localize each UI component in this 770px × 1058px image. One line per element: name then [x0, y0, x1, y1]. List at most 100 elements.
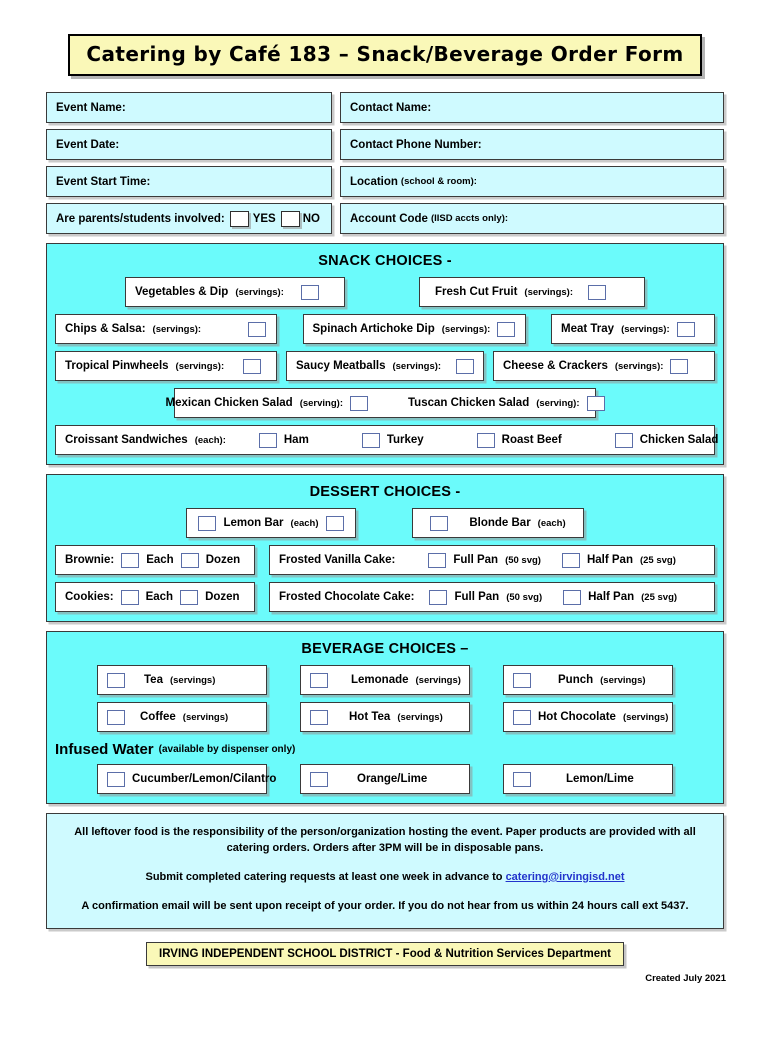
item-lemon-bar: Lemon Bar (each)	[186, 508, 356, 538]
field-label: Event Name:	[56, 101, 126, 114]
item-sub: (servings)	[397, 711, 443, 723]
item-label: Coffee	[140, 711, 176, 723]
checkbox-blonde-bar[interactable]	[430, 515, 449, 531]
checkbox-cucumber-lemon-cilantro[interactable]	[107, 771, 125, 787]
catering-email-link[interactable]: catering@irvingisd.net	[505, 870, 625, 883]
option-label-each: Each	[145, 591, 174, 603]
checkbox-orange-lime[interactable]	[310, 771, 328, 787]
dessert-row-brownie: Brownie: Each Dozen Frosted Vanilla Cake…	[55, 545, 715, 575]
item-punch: Punch (servings)	[503, 665, 673, 695]
option-sub-half-pan: (25 svg)	[639, 554, 676, 566]
item-sub-mexican: (serving):	[299, 397, 343, 409]
checkbox-parents-no[interactable]	[280, 210, 300, 227]
checkbox-brownie-dozen[interactable]	[180, 552, 199, 568]
item-label: Saucy Meatballs	[296, 360, 386, 372]
checkbox-coffee[interactable]	[107, 709, 125, 725]
field-parents-involved: Are parents/students involved: YES NO	[46, 203, 332, 234]
field-event-name[interactable]: Event Name:	[46, 92, 332, 123]
option-sub-full-pan: (50 svg)	[505, 554, 541, 566]
checkbox-vanilla-full-pan[interactable]	[428, 552, 447, 568]
item-label: Tropical Pinwheels	[65, 360, 169, 372]
field-account-code[interactable]: Account Code (IISD accts only):	[340, 203, 724, 234]
input-fresh-cut-fruit-servings[interactable]	[588, 284, 606, 300]
dessert-row-bars: Lemon Bar (each) Blonde Bar (each)	[55, 508, 715, 538]
item-cucumber-lemon-cilantro: Cucumber/Lemon/Cilantro	[97, 764, 276, 794]
option-label-dozen: Dozen	[205, 554, 241, 566]
item-sub: (servings)	[622, 711, 669, 723]
snack-row-3: Tropical Pinwheels (servings): Saucy Mea…	[55, 351, 715, 381]
option-label-each: Each	[146, 554, 174, 566]
input-saucy-meatballs-servings[interactable]	[456, 358, 475, 374]
item-chicken-salads: Mexican Chicken Salad (serving): Tuscan …	[166, 388, 605, 418]
item-sub: (servings):	[235, 286, 284, 298]
item-frosted-chocolate-cake: Frosted Chocolate Cake: Full Pan (50 svg…	[269, 582, 715, 612]
item-label: Meat Tray	[561, 323, 615, 335]
item-coffee: Coffee (servings)	[97, 702, 267, 732]
input-mexican-chicken-salad-serving[interactable]	[350, 395, 368, 411]
checkbox-lemon-lime[interactable]	[513, 771, 531, 787]
checkbox-brownie-each[interactable]	[121, 552, 140, 568]
checkbox-lemon-bar-right[interactable]	[325, 515, 344, 531]
option-label-turkey: Turkey	[386, 434, 424, 446]
input-tuscan-chicken-salad-serving[interactable]	[586, 395, 605, 411]
checkbox-chocolate-half-pan[interactable]	[563, 589, 582, 605]
item-label: Fresh Cut Fruit	[435, 286, 518, 298]
input-tropical-pinwheels-servings[interactable]	[243, 358, 262, 374]
checkbox-croissant-turkey[interactable]	[361, 432, 380, 448]
item-sub: (servings)	[600, 674, 646, 686]
item-label: Orange/Lime	[357, 773, 428, 785]
checkbox-lemonade[interactable]	[310, 672, 328, 688]
field-contact-phone[interactable]: Contact Phone Number:	[340, 129, 724, 160]
checkbox-croissant-chicken-salad[interactable]	[614, 432, 633, 448]
input-meat-tray-servings[interactable]	[676, 321, 695, 337]
item-frosted-vanilla-cake: Frosted Vanilla Cake: Full Pan (50 svg) …	[269, 545, 715, 575]
item-orange-lime: Orange/Lime	[300, 764, 470, 794]
beverage-row-1: Tea (servings) Lemonade (servings) Punch…	[55, 665, 715, 695]
checkbox-croissant-ham[interactable]	[258, 432, 277, 448]
field-label: Contact Phone Number:	[350, 138, 482, 151]
item-label: Lemon/Lime	[566, 773, 634, 785]
field-event-date[interactable]: Event Date:	[46, 129, 332, 160]
checkbox-parents-yes[interactable]	[229, 210, 249, 227]
item-label: Lemon Bar	[223, 517, 284, 529]
checkbox-vanilla-half-pan[interactable]	[561, 552, 580, 568]
checkbox-chocolate-full-pan[interactable]	[429, 589, 448, 605]
option-label-full-pan: Full Pan	[453, 554, 499, 566]
item-label: Spinach Artichoke Dip	[312, 323, 435, 335]
item-label: Frosted Chocolate Cake:	[279, 591, 415, 603]
order-form-page: Catering by Café 183 – Snack/Beverage Or…	[0, 34, 770, 1058]
checkbox-lemon-bar-left[interactable]	[198, 515, 217, 531]
item-vegetables-and-dip: Vegetables & Dip (servings):	[125, 277, 345, 307]
item-label-mexican: Mexican Chicken Salad	[165, 397, 293, 409]
item-croissant-sandwiches: Croissant Sandwiches (each): Ham Turkey …	[55, 425, 718, 455]
field-location[interactable]: Location (school & room):	[340, 166, 724, 197]
input-cheese-and-crackers-servings[interactable]	[670, 358, 689, 374]
input-spinach-artichoke-dip-servings[interactable]	[497, 321, 516, 337]
beverage-row-2: Coffee (servings) Hot Tea (servings) Hot…	[55, 702, 715, 732]
checkbox-hot-chocolate[interactable]	[513, 709, 531, 725]
item-chips-and-salsa: Chips & Salsa: (servings):	[55, 314, 277, 344]
field-contact-name[interactable]: Contact Name:	[340, 92, 724, 123]
event-info-grid: Event Name: Contact Name: Event Date: Co…	[46, 92, 724, 234]
input-vegetables-and-dip-servings[interactable]	[300, 284, 319, 300]
checkbox-croissant-roast-beef[interactable]	[476, 432, 495, 448]
input-chips-and-salsa-servings[interactable]	[248, 321, 267, 337]
option-sub-half-pan: (25 svg)	[641, 591, 678, 603]
checkbox-tea[interactable]	[107, 672, 125, 688]
checkbox-cookies-dozen[interactable]	[180, 589, 199, 605]
option-label-half-pan: Half Pan	[586, 554, 633, 566]
field-event-start-time[interactable]: Event Start Time:	[46, 166, 332, 197]
item-sub: (servings)	[169, 674, 216, 686]
checkbox-cookies-each[interactable]	[120, 589, 139, 605]
item-blonde-bar: Blonde Bar (each)	[412, 508, 584, 538]
item-sub: (servings):	[614, 360, 664, 372]
note-submit-requests: Submit completed catering requests at le…	[65, 870, 705, 886]
snack-row-1: Vegetables & Dip (servings): Fresh Cut F…	[55, 277, 715, 307]
infused-water-note: (available by dispenser only)	[158, 744, 296, 755]
checkbox-hot-tea[interactable]	[310, 709, 328, 725]
page-title: Catering by Café 183 – Snack/Beverage Or…	[68, 34, 702, 76]
item-label: Lemonade	[351, 674, 409, 686]
item-label: Croissant Sandwiches	[65, 434, 188, 446]
checkbox-punch[interactable]	[513, 672, 531, 688]
item-cheese-and-crackers: Cheese & Crackers (servings):	[493, 351, 715, 381]
